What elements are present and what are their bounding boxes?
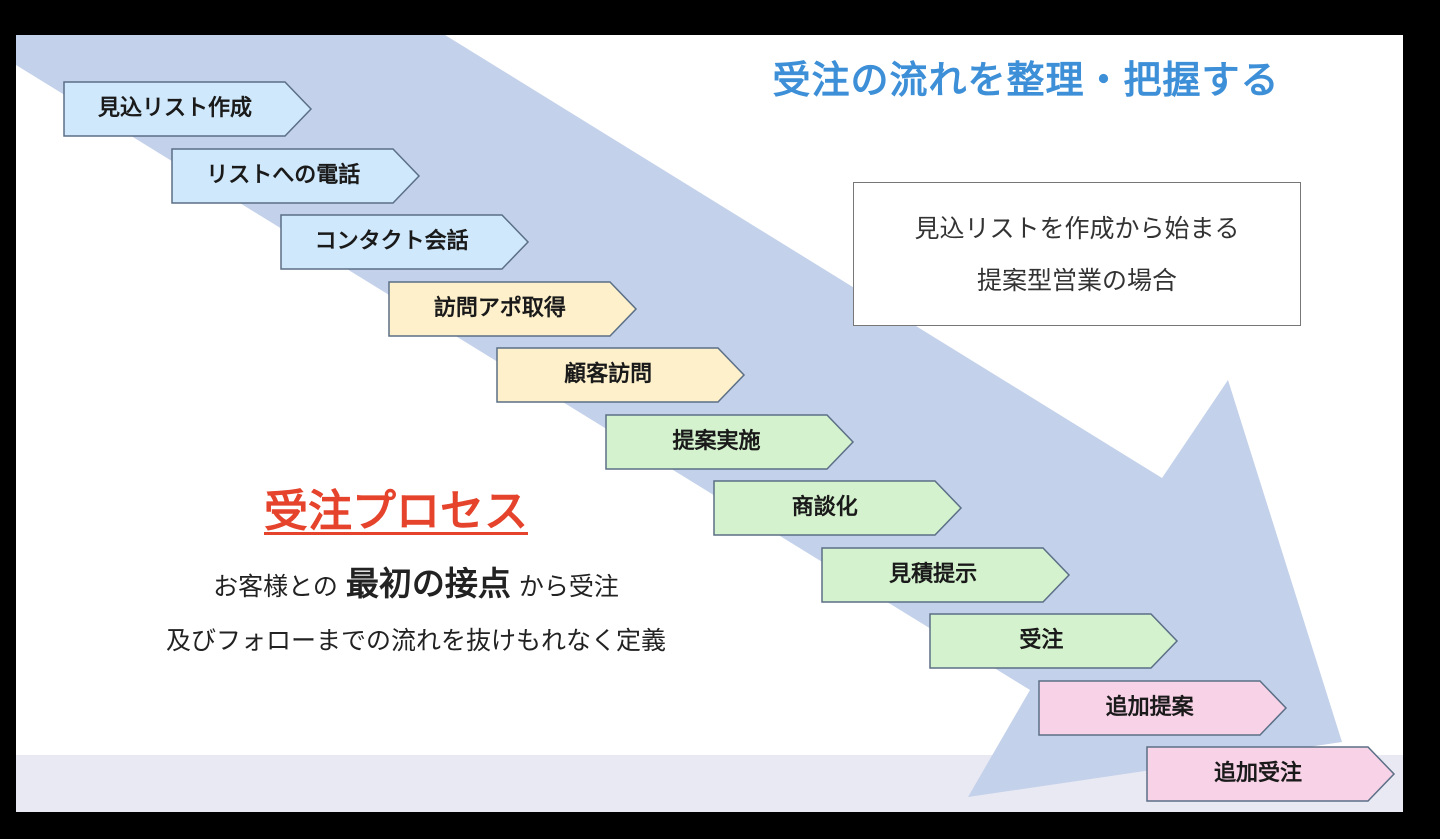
process-step: 追加受注 [1146,746,1396,802]
chevron-shape [929,613,1179,669]
process-step: 提案実施 [604,413,855,470]
process-heading: 受注プロセス [146,475,646,539]
process-step-label: 追加受注 [1213,761,1302,786]
note-line-2: 提案型営業の場合 [976,266,1177,295]
chevron-shape [63,81,313,137]
description-post: から受注 [518,572,619,601]
chevron-shape [388,280,637,337]
process-step: 受注 [929,613,1179,669]
chevron-shape [171,147,421,204]
process-step-label: 受注 [1019,628,1064,653]
chevron-shape [279,214,529,270]
chevron-shape [713,480,962,536]
process-step: 訪問アポ取得 [388,280,638,337]
process-step-label: 顧客訪問 [564,362,653,387]
chevron-shape [604,413,854,470]
process-step-label: リストへの電話 [206,162,361,188]
note-line-1: 見込リストを作成から始まる [914,214,1240,243]
chevron-shape [821,546,1071,603]
process-step-label: 追加提案 [1105,694,1194,720]
description-pre: お客様との [213,572,338,601]
slide: 受注の流れを整理・把握する 見込リストを作成から始まる 提案型営業の場合 受注プ… [16,35,1403,812]
process-step-label: 商談化 [791,495,858,520]
process-step: 見込リスト作成 [63,81,313,137]
process-step: 商談化 [713,480,963,536]
process-step-label: コンタクト会話 [314,229,469,254]
process-step-label: 訪問アポ取得 [433,295,566,321]
process-step: コンタクト会話 [279,214,530,270]
process-step: 追加提案 [1037,679,1288,736]
description-emphasis: 最初の接点 [345,564,511,603]
process-step-label: 見積提示 [889,561,978,587]
note-box: 見込リストを作成から始まる 提案型営業の場合 [853,182,1301,326]
chevron-shape [1037,679,1287,736]
chevron-shape [496,347,746,403]
process-step-label: 提案実施 [672,428,761,454]
process-step: 見積提示 [821,546,1071,603]
description-line-1: お客様との最初の接点から受注 [76,557,756,605]
process-heading-text: 受注プロセス [264,486,528,537]
process-step: 顧客訪問 [496,347,746,403]
process-step: リストへの電話 [171,147,421,204]
chevron-shape [1146,746,1396,802]
process-step-label: 見込リスト作成 [97,96,252,121]
slide-title: 受注の流れを整理・把握する [772,58,1280,102]
description-line-2: 及びフォローまでの流れを抜けもれなく定義 [165,626,666,655]
